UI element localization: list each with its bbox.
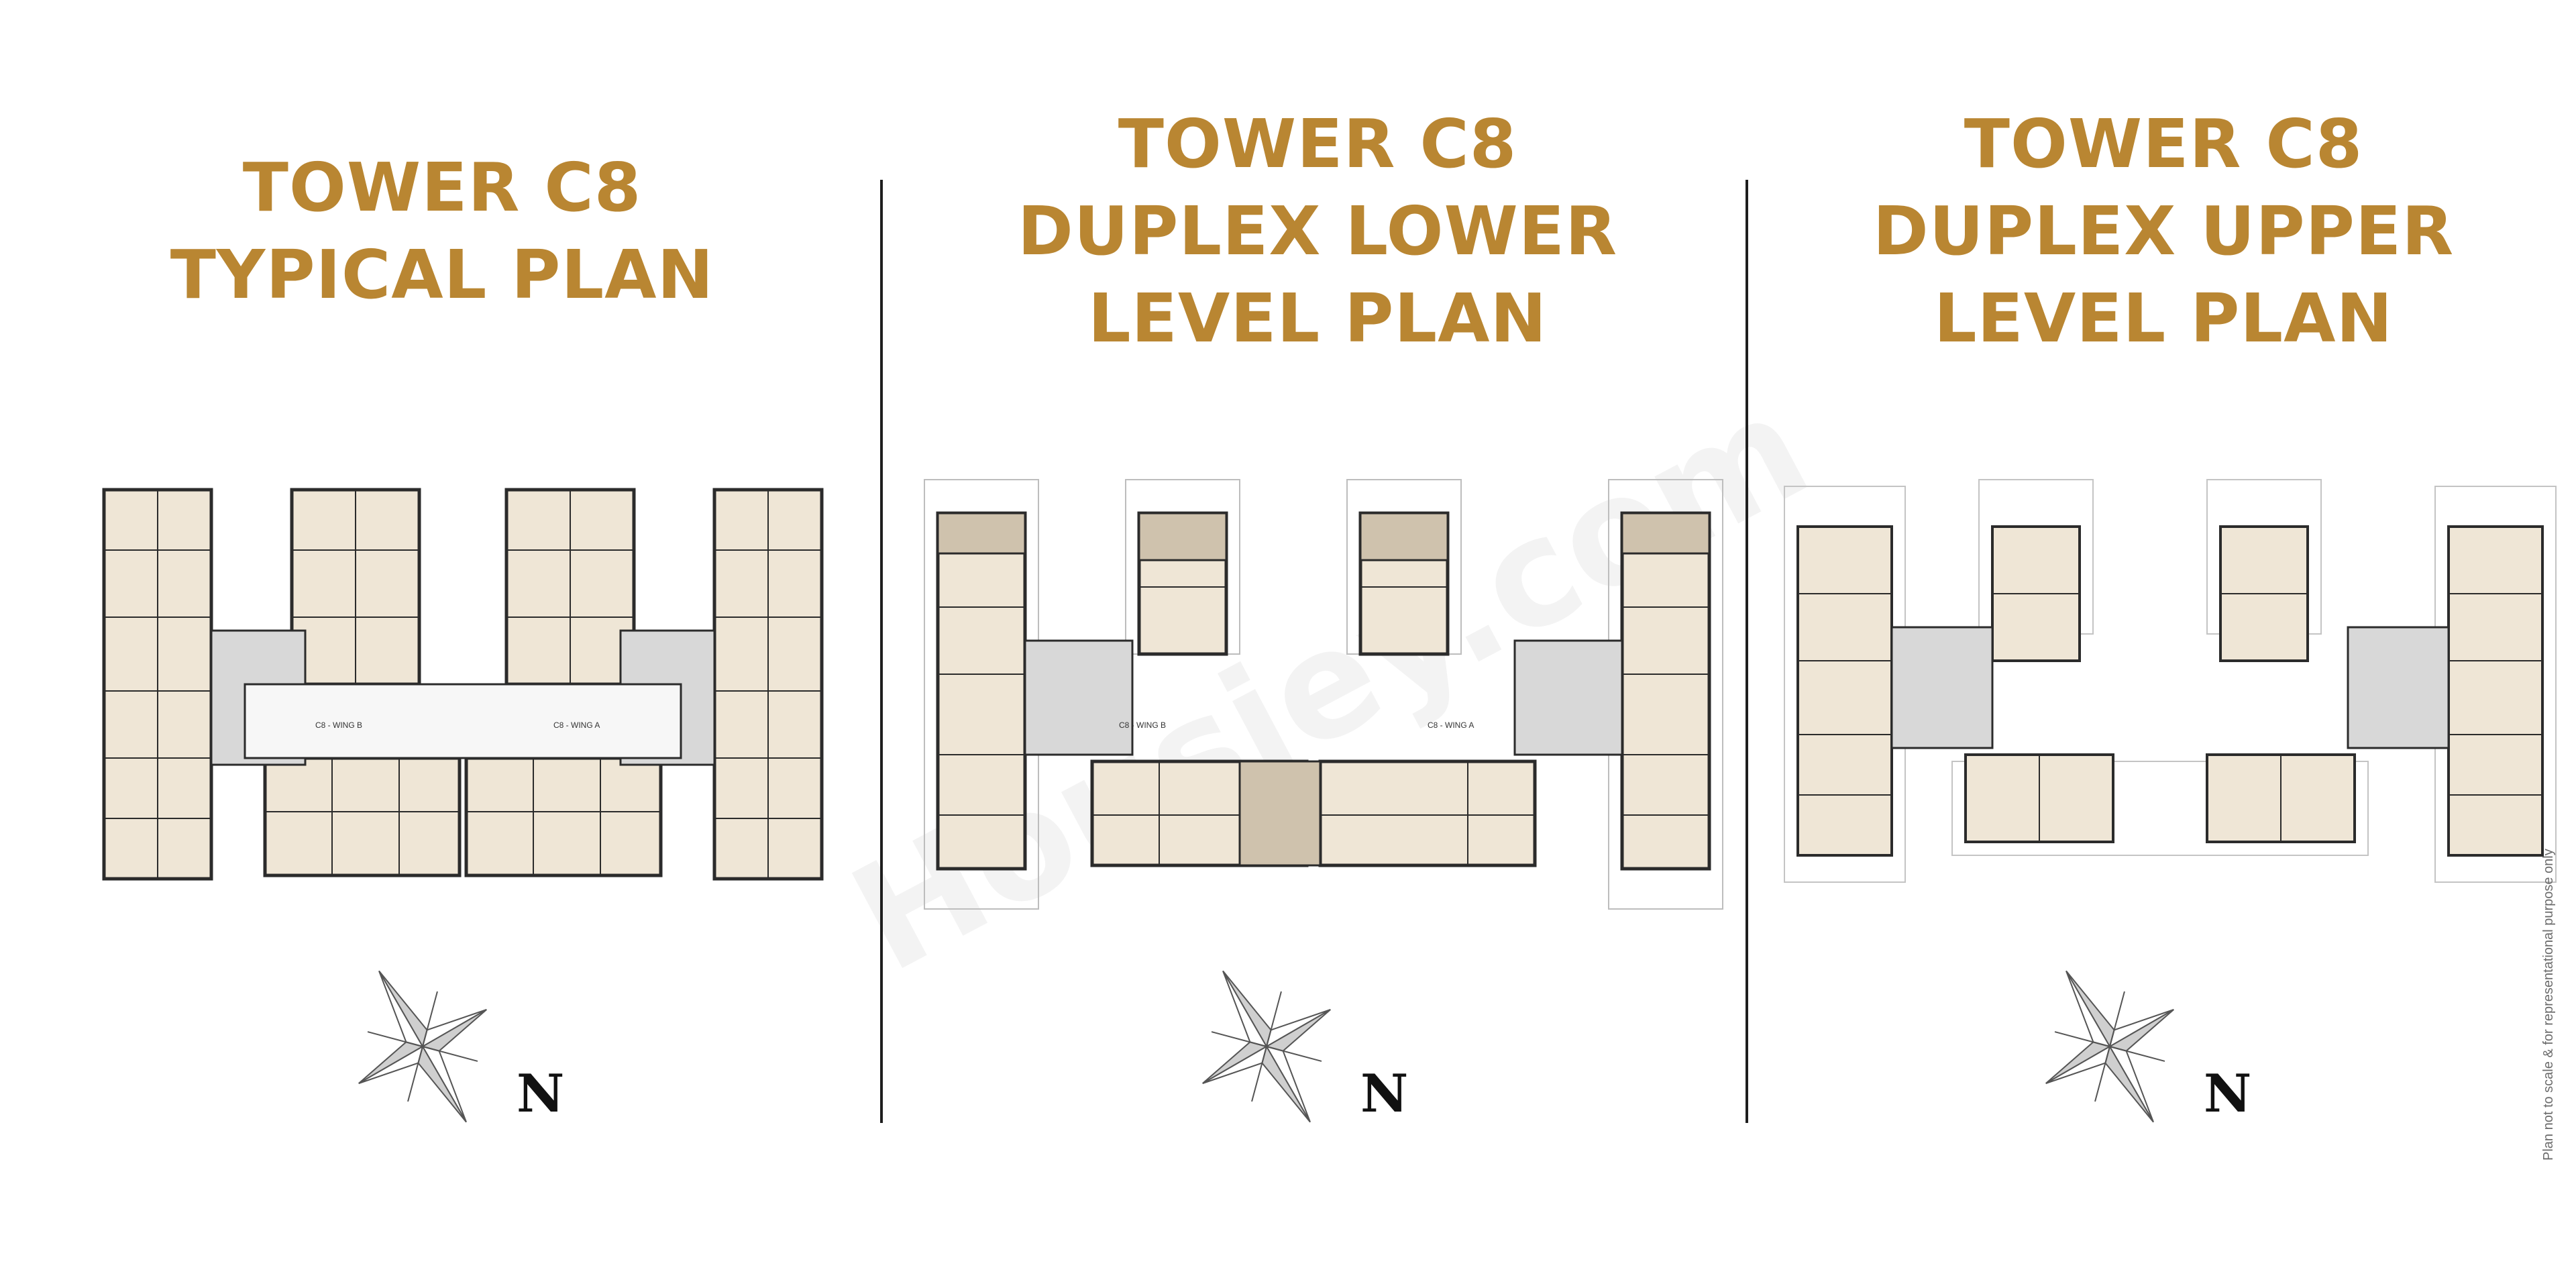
title-line: TYPICAL PLAN (170, 235, 714, 314)
title-line: TOWER C8 (1964, 105, 2363, 183)
title-line: DUPLEX UPPER (1872, 192, 2455, 270)
north-label: N (517, 1063, 565, 1124)
wing-label: C8 - WING A (1428, 720, 1474, 730)
title-line: TOWER C8 (242, 148, 642, 227)
compass: N (1179, 953, 1421, 1154)
compass-rose-icon (1202, 970, 1331, 1123)
panel-title: TOWER C8 DUPLEX LOWER LEVEL PLAN (884, 101, 1751, 362)
typical-plan-panel: TOWER C8 TYPICAL PLAN (0, 0, 884, 1288)
title-line: DUPLEX LOWER (1017, 192, 1618, 270)
wing-label: C8 - WING B (1119, 720, 1166, 730)
compass-rose-icon (2045, 970, 2174, 1123)
title-line: LEVEL PLAN (1933, 279, 2394, 358)
north-label: N (2204, 1063, 2252, 1124)
wing-label: C8 - WING B (315, 720, 362, 730)
north-label: N (1360, 1063, 1409, 1124)
panel-title: TOWER C8 TYPICAL PLAN (0, 144, 884, 319)
disclaimer-note: Plan not to scale & for representational… (2541, 849, 2556, 1161)
floor-plan-typical: C8 - WING B C8 - WING A (91, 476, 835, 906)
floor-plan-drawing: C8 - WING B C8 - WING A (924, 479, 1723, 910)
compass-rose-icon (358, 970, 487, 1123)
floor-plan-duplex-lower: C8 - WING B C8 - WING A (918, 473, 1729, 916)
floor-plan-drawing (1784, 479, 2557, 883)
duplex-lower-panel: TOWER C8 DUPLEX LOWER LEVEL PLAN (884, 0, 1751, 1288)
compass: N (335, 953, 577, 1154)
wing-block (464, 756, 663, 877)
title-line: LEVEL PLAN (1087, 279, 1548, 358)
compass: N (2023, 953, 2264, 1154)
wing-label: C8 - WING A (553, 720, 600, 730)
panel-title: TOWER C8 DUPLEX UPPER LEVEL PLAN (1751, 101, 2576, 362)
floor-plan-drawing: C8 - WING B C8 - WING A (102, 488, 824, 881)
divider (880, 180, 883, 1123)
divider (1746, 180, 1748, 1123)
floor-plan-duplex-upper (1778, 473, 2569, 896)
wing-block (263, 756, 462, 877)
title-line: TOWER C8 (1118, 105, 1517, 183)
duplex-upper-panel: TOWER C8 DUPLEX UPPER LEVEL PLAN (1751, 0, 2576, 1288)
